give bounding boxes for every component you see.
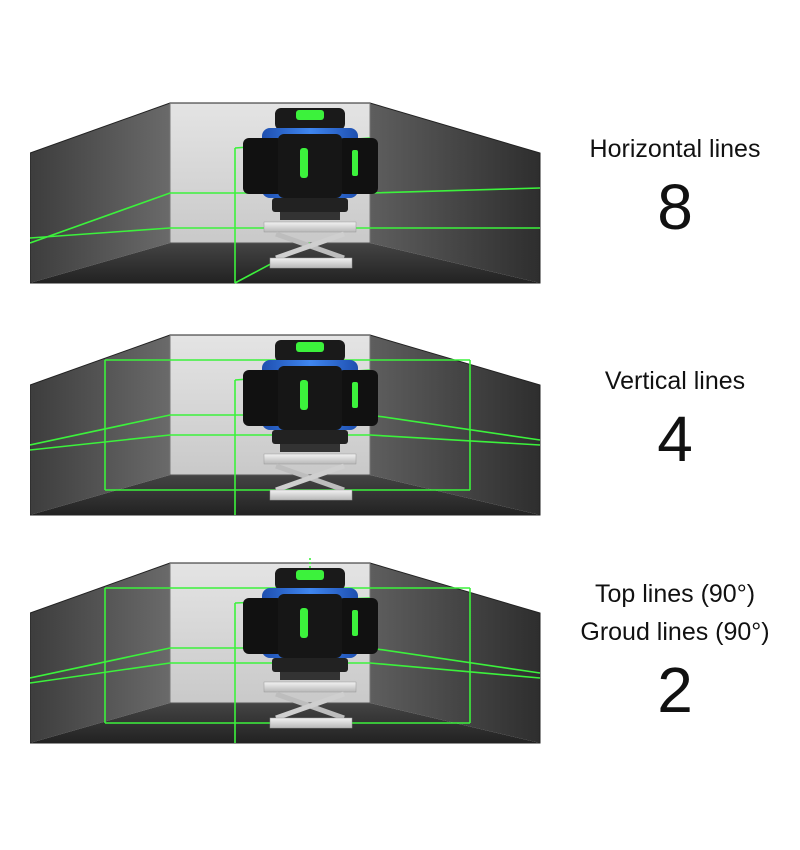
scene-vertical-lines (30, 330, 550, 520)
top-ground-lines-count: 2 (657, 654, 693, 726)
scene-horizontal-lines (30, 98, 550, 288)
ground-lines-caption: Groud lines (90°) (580, 618, 770, 646)
horizontal-lines-count: 8 (657, 171, 693, 243)
top-lines-caption: Top lines (90°) (594, 580, 756, 608)
top-ground-lines-label: Top lines (90°) Groud lines (90°) 2 (550, 575, 800, 729)
horizontal-lines-label: Horizontal lines 8 (550, 130, 800, 246)
vertical-lines-caption: Vertical lines (604, 367, 746, 395)
scene-top-ground-lines (30, 558, 550, 748)
horizontal-lines-caption: Horizontal lines (589, 135, 761, 163)
vertical-lines-count: 4 (657, 403, 693, 475)
room-illustration (30, 102, 541, 284)
vertical-lines-label: Vertical lines 4 (550, 362, 800, 478)
room-illustration (30, 558, 541, 744)
room-illustration (30, 334, 541, 516)
